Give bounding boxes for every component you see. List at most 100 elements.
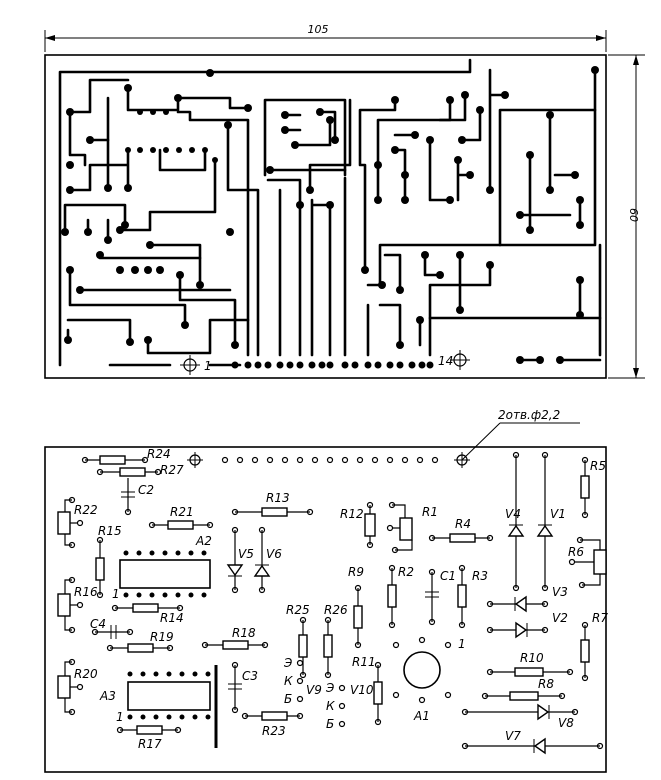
capacitor-c3: C3 [228, 661, 258, 714]
diode-v1: V1 [536, 451, 566, 592]
ic-a3-pin1: 1 [116, 710, 124, 724]
dimension-width: 105 [44, 23, 607, 52]
mounting-hole-left-bottom [187, 452, 203, 468]
label-r26: R26 [324, 603, 348, 617]
diode-v6: V6 [253, 526, 282, 594]
resistor-r4: R4 [428, 517, 494, 543]
width-label: 105 [308, 23, 329, 36]
capacitor-c1: C1 [425, 568, 456, 626]
component-placement-view: 2отв.ф2,2 R24 [44, 408, 608, 773]
label-r18: R18 [232, 626, 256, 640]
resistor-r5: R5 [580, 456, 606, 519]
resistor-r15: R15 [95, 524, 122, 599]
label-r5: R5 [590, 459, 606, 473]
diode-v8: V8 [461, 703, 579, 730]
height-label: 60 [627, 208, 640, 222]
label-r25: R25 [286, 603, 310, 617]
label-r17: R17 [138, 737, 162, 751]
pin-first-label: 1 [204, 359, 212, 373]
trimmer-r1: R1 [386, 501, 438, 554]
label-v8: V8 [558, 716, 574, 730]
label-v1: V1 [550, 507, 566, 521]
ic-a2-pin1: 1 [112, 587, 120, 601]
pin-last-label: 14 [438, 354, 453, 368]
ic-a2: 1 A2 [112, 534, 212, 601]
edge-connector [231, 361, 434, 369]
resistor-r19: R19 [106, 630, 174, 653]
resistor-r23: R23 [241, 711, 304, 738]
mounting-hole-right-bottom [454, 452, 470, 468]
label-r8: R8 [538, 677, 554, 691]
label-v4: V4 [505, 507, 521, 521]
label-r1: R1 [422, 505, 438, 519]
holes-note: 2отв.ф2,2 [498, 408, 560, 422]
label-c3: C3 [242, 669, 258, 683]
diode-v4: V4 [505, 451, 525, 592]
v9-pin-e: Э [283, 656, 293, 670]
resistor-r18: R18 [201, 626, 269, 650]
resistor-r11: R11 [352, 655, 383, 726]
v9-pin-b: Б [284, 692, 292, 706]
label-c2: C2 [138, 483, 154, 497]
label-r10: R10 [520, 651, 544, 665]
transistor-v9: Э К Б V9 [283, 656, 322, 706]
mounting-hole-right [450, 350, 470, 370]
holes-callout: 2отв.ф2,2 [461, 408, 580, 461]
capacitor-c4: C4 [90, 617, 134, 639]
v9-pin-k: К [284, 674, 293, 688]
resistor-r10: R10 [486, 651, 574, 677]
diode-v2: V2 [486, 611, 568, 639]
label-c4: C4 [90, 617, 106, 631]
label-r19: R19 [150, 630, 174, 644]
resistor-r7: R7 [580, 611, 608, 682]
board-outline-components [44, 446, 607, 773]
v10-pin-b: Б [326, 717, 334, 731]
label-r27: R27 [160, 463, 184, 477]
label-v3: V3 [552, 585, 568, 599]
v10-pin-k: К [326, 699, 335, 713]
label-v2: V2 [552, 611, 568, 625]
pcb-trace-view: 105 60 [44, 23, 645, 379]
resistor-r14: R14 [111, 603, 184, 625]
diode-v3: V3 [486, 585, 568, 613]
label-r9: R9 [348, 565, 364, 579]
label-a2: A2 [195, 534, 212, 548]
resistor-r26: R26 [323, 603, 348, 679]
label-a1: A1 [413, 709, 430, 723]
transistor-v10: Э К Б V10 [325, 681, 374, 731]
pads [61, 66, 599, 364]
resistor-r27: R27 [96, 463, 184, 477]
resistor-r3: R3 [457, 564, 488, 629]
label-r21: R21 [170, 505, 194, 519]
label-c1: C1 [440, 569, 456, 583]
diode-v5: V5 [226, 526, 254, 594]
label-v10: V10 [350, 683, 374, 697]
label-r2: R2 [398, 565, 414, 579]
resistor-r8: R8 [481, 677, 566, 701]
resistor-r24: R24 [81, 447, 171, 465]
trimmer-r22: R22 [57, 496, 98, 549]
label-r7: R7 [592, 611, 608, 625]
label-r6: R6 [568, 545, 584, 559]
resistor-r25: R25 [286, 603, 310, 679]
mounting-hole-left [180, 355, 200, 375]
label-v9: V9 [306, 683, 322, 697]
trimmer-r12: R12 [340, 501, 376, 549]
ic-a3: 1 A3 [99, 671, 211, 724]
label-v5: V5 [238, 547, 254, 561]
label-r3: R3 [472, 569, 488, 583]
label-r4: R4 [455, 517, 471, 531]
label-r15: R15 [98, 524, 122, 538]
diode-v7: V7 [461, 729, 604, 755]
resistor-r2: R2 [387, 564, 414, 629]
connector-pads [221, 456, 439, 464]
label-a3: A3 [99, 689, 116, 703]
trimmer-r16: R16 [57, 576, 98, 634]
board-outline [44, 54, 607, 379]
label-r14: R14 [160, 611, 184, 625]
resistor-r9: R9 [348, 565, 364, 649]
label-r12: R12 [340, 507, 364, 521]
label-v7: V7 [505, 729, 521, 743]
label-r11: R11 [352, 655, 376, 669]
